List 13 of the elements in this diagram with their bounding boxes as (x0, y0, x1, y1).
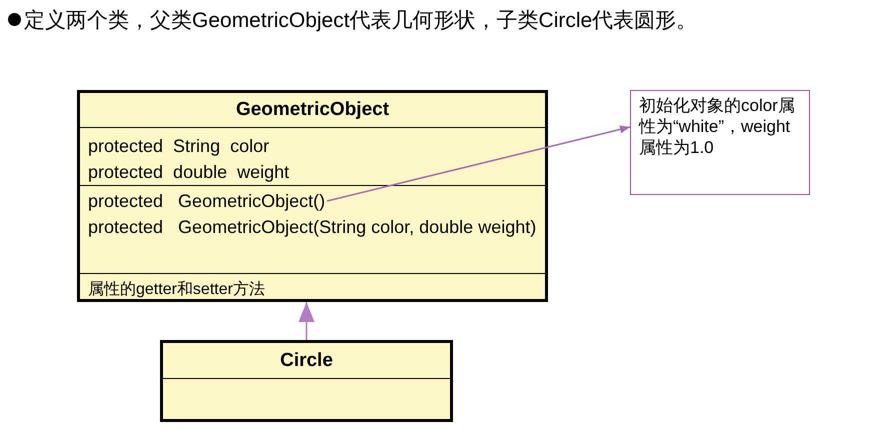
class-name: GeometricObject (234, 98, 390, 122)
attribute-text: protected String color (88, 135, 270, 157)
constructor-text: protected GeometricObject(String color, double weight) (88, 216, 548, 238)
attribute-text: protected double weight (88, 161, 290, 183)
class-box (160, 340, 453, 422)
inheritance-arrow (298, 302, 314, 340)
class-box (77, 90, 548, 302)
arrow (326, 125, 630, 202)
title: 定义两个类，父类GeometricObject代表几何形状，子类Circle代表圆形。 (24, 9, 698, 32)
note-box: 初始化对象的color属性为“white”，weight属性为1.0 (630, 90, 810, 195)
constructor-text: protected GeometricObject() (88, 190, 326, 212)
method-text: 属性的getter和setter方法 (88, 280, 265, 300)
class-name: Circle (279, 349, 334, 373)
